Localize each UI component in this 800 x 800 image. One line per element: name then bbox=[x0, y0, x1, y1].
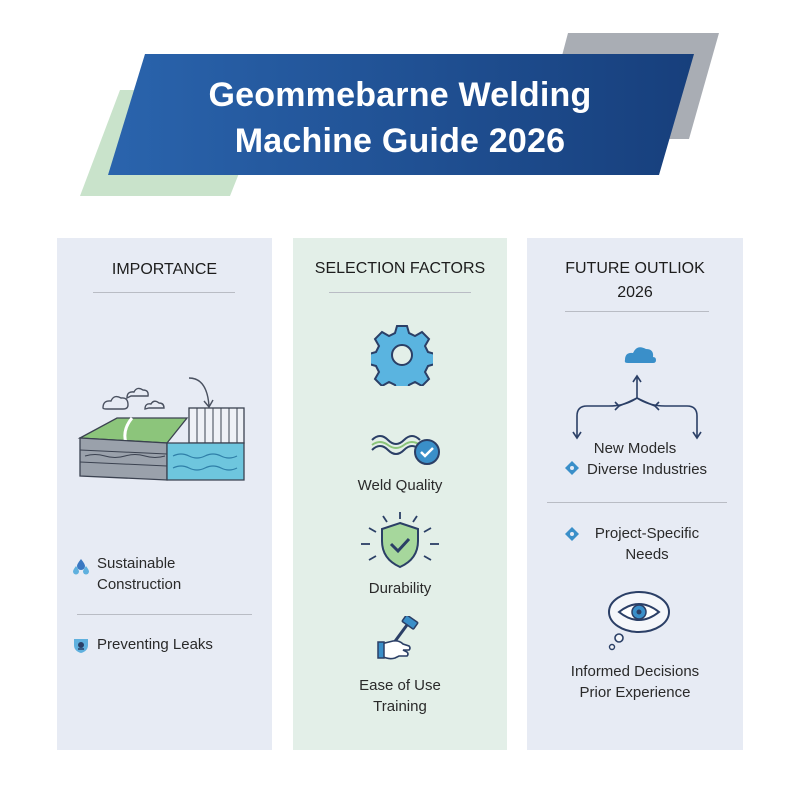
page-title: Geommebarne Welding Machine Guide 2026 bbox=[150, 72, 650, 164]
selection-factors-column: SELECTION FACTORS Weld Quality Durabilit… bbox=[293, 238, 507, 750]
importance-item-leaks: Preventing Leaks bbox=[97, 636, 213, 653]
divider bbox=[547, 502, 727, 503]
banner-shapes bbox=[80, 33, 719, 196]
gear-icon bbox=[371, 325, 433, 386]
importance-column: IMPORTANCE Sustain bbox=[57, 238, 272, 750]
eye-thought-icon bbox=[608, 591, 670, 651]
importance-heading: IMPORTANCE bbox=[111, 261, 218, 278]
title-banner: Geommebarne Welding Machine Guide 2026 bbox=[0, 0, 800, 210]
cloud-icon bbox=[624, 347, 656, 363]
divider bbox=[565, 311, 709, 312]
divider bbox=[93, 292, 235, 293]
future-item-new-models: New Models bbox=[593, 440, 677, 457]
item-line-2: Needs bbox=[625, 546, 669, 563]
item-line-1: Ease of Use bbox=[359, 677, 441, 694]
future-outlook-column: FUTURE OUTLIOK 2026 New Models Diverse I… bbox=[527, 238, 743, 750]
divider bbox=[77, 614, 252, 615]
future-item-diverse-industries: Diverse Industries bbox=[587, 461, 708, 478]
shield-check-icon bbox=[361, 512, 439, 569]
item-line-1: Sustainable bbox=[97, 555, 176, 572]
item-line-2: Construction bbox=[97, 576, 182, 593]
banner-blue-ribbon bbox=[108, 54, 694, 175]
importance-item-sustainable: Sustainable Construction bbox=[97, 553, 181, 595]
item-line-2: Training bbox=[373, 698, 427, 715]
plus-diamond-icon bbox=[565, 461, 579, 475]
future-heading-line-2: 2026 bbox=[617, 284, 653, 301]
title-line-2: Machine Guide 2026 bbox=[234, 122, 566, 160]
plus-diamond-icon bbox=[565, 527, 579, 541]
water-drops-icon bbox=[73, 559, 89, 575]
landfill-illustration-icon bbox=[77, 377, 245, 481]
wave-check-icon bbox=[371, 435, 440, 465]
future-item-project-specific: Project-Specific Needs bbox=[577, 523, 717, 565]
future-item-informed-decisions: Informed Decisions Prior Experience bbox=[527, 661, 743, 703]
item-line-1: Informed Decisions bbox=[570, 663, 700, 680]
hand-hammer-icon bbox=[377, 616, 419, 660]
future-heading-line-1: FUTURE OUTLIOK bbox=[565, 260, 705, 277]
selection-item-ease-of-use: Ease of Use Training bbox=[293, 675, 507, 717]
selection-heading: SELECTION FACTORS bbox=[314, 260, 486, 277]
selection-item-weld-quality: Weld Quality bbox=[357, 477, 443, 494]
selection-item-durability: Durability bbox=[368, 580, 432, 597]
future-heading: FUTURE OUTLIOK 2026 bbox=[527, 257, 743, 305]
leak-shield-icon bbox=[74, 639, 88, 653]
title-line-1: Geommebarne Welding bbox=[208, 76, 592, 114]
divider bbox=[329, 292, 471, 293]
item-line-2: Prior Experience bbox=[579, 684, 691, 701]
item-line-1: Project-Specific bbox=[594, 525, 700, 542]
branching-arrows-icon bbox=[572, 347, 702, 440]
